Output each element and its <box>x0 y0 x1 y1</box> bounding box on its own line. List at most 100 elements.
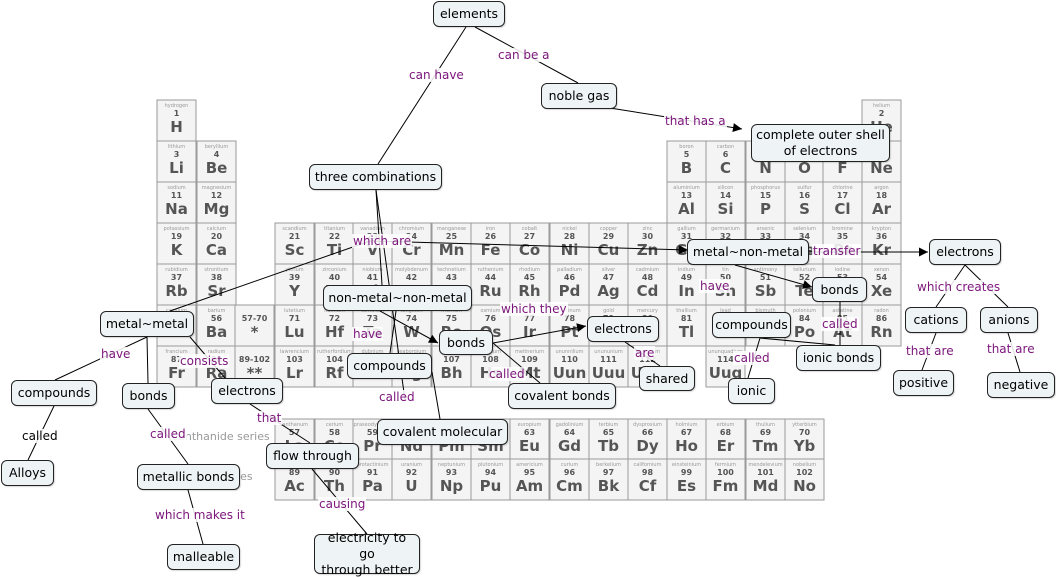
element-name: copper <box>600 226 618 232</box>
element-cell <box>509 263 550 306</box>
concept-bonds-mid[interactable]: bonds <box>439 330 493 355</box>
element-number: 94 <box>485 468 497 477</box>
element-number: 1 <box>174 109 180 118</box>
element-symbol: Cu <box>598 241 620 259</box>
element-number: 43 <box>446 273 457 282</box>
link-which-they: which they <box>500 302 568 316</box>
concept-bonds-right[interactable]: bonds <box>812 277 867 302</box>
concept-cations[interactable]: cations <box>905 307 967 333</box>
element-symbol: Uun <box>553 364 587 382</box>
element-name: astatine <box>832 308 852 314</box>
element-symbol: Ru <box>479 282 501 300</box>
element-cell <box>666 304 707 347</box>
element-number: 89 <box>289 468 301 477</box>
concept-flow-through[interactable]: flow through <box>266 443 359 469</box>
element-symbol: Md <box>753 477 779 495</box>
element-number: 92 <box>406 468 417 477</box>
element-name: platinum <box>558 308 580 314</box>
element-symbol: Ac <box>284 477 305 495</box>
arrowhead <box>919 247 928 257</box>
link-have-right: have <box>699 279 731 293</box>
link-transfer: transfer <box>812 244 862 258</box>
element-symbol: Uuq <box>709 364 743 382</box>
element-number: 93 <box>446 468 457 477</box>
connector-line <box>492 342 541 384</box>
element-name: boron <box>679 144 693 150</box>
concept-malleable[interactable]: malleable <box>167 544 240 570</box>
element-symbol: Sr <box>207 282 226 300</box>
element-cell <box>666 418 707 461</box>
link-that: that <box>256 411 283 425</box>
element-number: 114 <box>717 355 734 364</box>
element-cell <box>666 458 707 501</box>
element-number: 54 <box>876 273 888 282</box>
concept-electrons-left[interactable]: electrons <box>211 378 283 404</box>
element-number: 75 <box>446 314 458 323</box>
concept-noble-gas[interactable]: noble gas <box>541 83 617 109</box>
link-that-are-positive: that are <box>905 344 955 358</box>
concept-ionic-bonds[interactable]: ionic bonds <box>796 345 881 371</box>
element-symbol: ** <box>247 364 263 382</box>
element-name: plutonium <box>478 462 503 468</box>
connector-line <box>369 240 689 251</box>
concept-covalent-molecular[interactable]: covalent molecular <box>377 419 508 445</box>
concept-positive[interactable]: positive <box>893 370 954 396</box>
element-number: 70 <box>799 428 811 437</box>
element-symbol: Y <box>288 282 301 300</box>
element-symbol: Rb <box>165 282 188 300</box>
concept-elements[interactable]: elements <box>433 1 505 27</box>
element-symbol: Tm <box>753 437 779 455</box>
element-name: radium <box>208 349 226 355</box>
element-number: 108 <box>482 355 499 364</box>
concept-compounds-right[interactable]: compounds <box>712 312 791 338</box>
element-name: vanadium <box>360 226 385 232</box>
concept-compounds-left[interactable]: compounds <box>11 380 97 406</box>
concept-non-metal-non-metal[interactable]: non-metal~non-metal <box>323 285 472 311</box>
element-name: americium <box>516 462 543 468</box>
element-symbol: In <box>678 282 694 300</box>
element-cell <box>156 99 197 142</box>
arrowhead <box>576 323 586 333</box>
concept-metallic-bonds[interactable]: metallic bonds <box>137 464 240 490</box>
element-name: ruthenium <box>477 267 503 273</box>
element-number: 104 <box>326 355 343 364</box>
element-cell <box>549 263 590 306</box>
element-symbol: Eu <box>519 437 540 455</box>
concept-bonds-left[interactable]: bonds <box>122 383 175 409</box>
element-name: calcium <box>207 226 227 232</box>
element-number: 48 <box>642 273 654 282</box>
concept-alloys[interactable]: Alloys <box>1 460 54 486</box>
link-which-creates: which creates <box>916 280 1002 294</box>
element-name: palladium <box>557 267 582 273</box>
element-symbol: Bk <box>598 477 620 495</box>
link-causing: causing <box>318 497 367 511</box>
element-number: 73 <box>367 314 378 323</box>
element-number: 44 <box>485 273 497 282</box>
connector-line <box>734 264 813 288</box>
concept-electricity-through-better[interactable]: electricity to go through better <box>314 530 420 577</box>
element-symbol: Tl <box>679 323 694 341</box>
element-symbol: N <box>759 159 772 177</box>
element-number: 45 <box>524 273 536 282</box>
element-symbol: Mn <box>439 241 465 259</box>
concept-compounds-mid[interactable]: compounds <box>347 353 432 379</box>
concept-electrons-right[interactable]: electrons <box>929 239 1001 265</box>
element-name: curium <box>561 462 579 468</box>
concept-shared[interactable]: shared <box>639 366 695 391</box>
concept-anions[interactable]: anions <box>980 307 1038 333</box>
element-symbol: Np <box>440 477 464 495</box>
element-name: europium <box>518 422 542 428</box>
element-cell <box>549 458 590 501</box>
concept-three-combinations[interactable]: three combinations <box>309 164 442 190</box>
concept-metal-metal[interactable]: metal~metal <box>100 311 194 337</box>
concept-metal-non-metal[interactable]: metal~non-metal <box>687 239 809 265</box>
concept-ionic[interactable]: ionic <box>728 378 775 404</box>
concept-negative[interactable]: negative <box>987 372 1055 398</box>
concept-complete-outer-shell[interactable]: complete outer shell of electrons <box>751 124 890 162</box>
element-number: 97 <box>603 468 614 477</box>
concept-covalent-bonds[interactable]: covalent bonds <box>508 383 616 409</box>
concept-electrons-mid[interactable]: electrons <box>587 316 659 342</box>
element-cell <box>391 458 432 501</box>
element-number: 64 <box>564 428 576 437</box>
element-name: dubnium <box>361 349 383 355</box>
